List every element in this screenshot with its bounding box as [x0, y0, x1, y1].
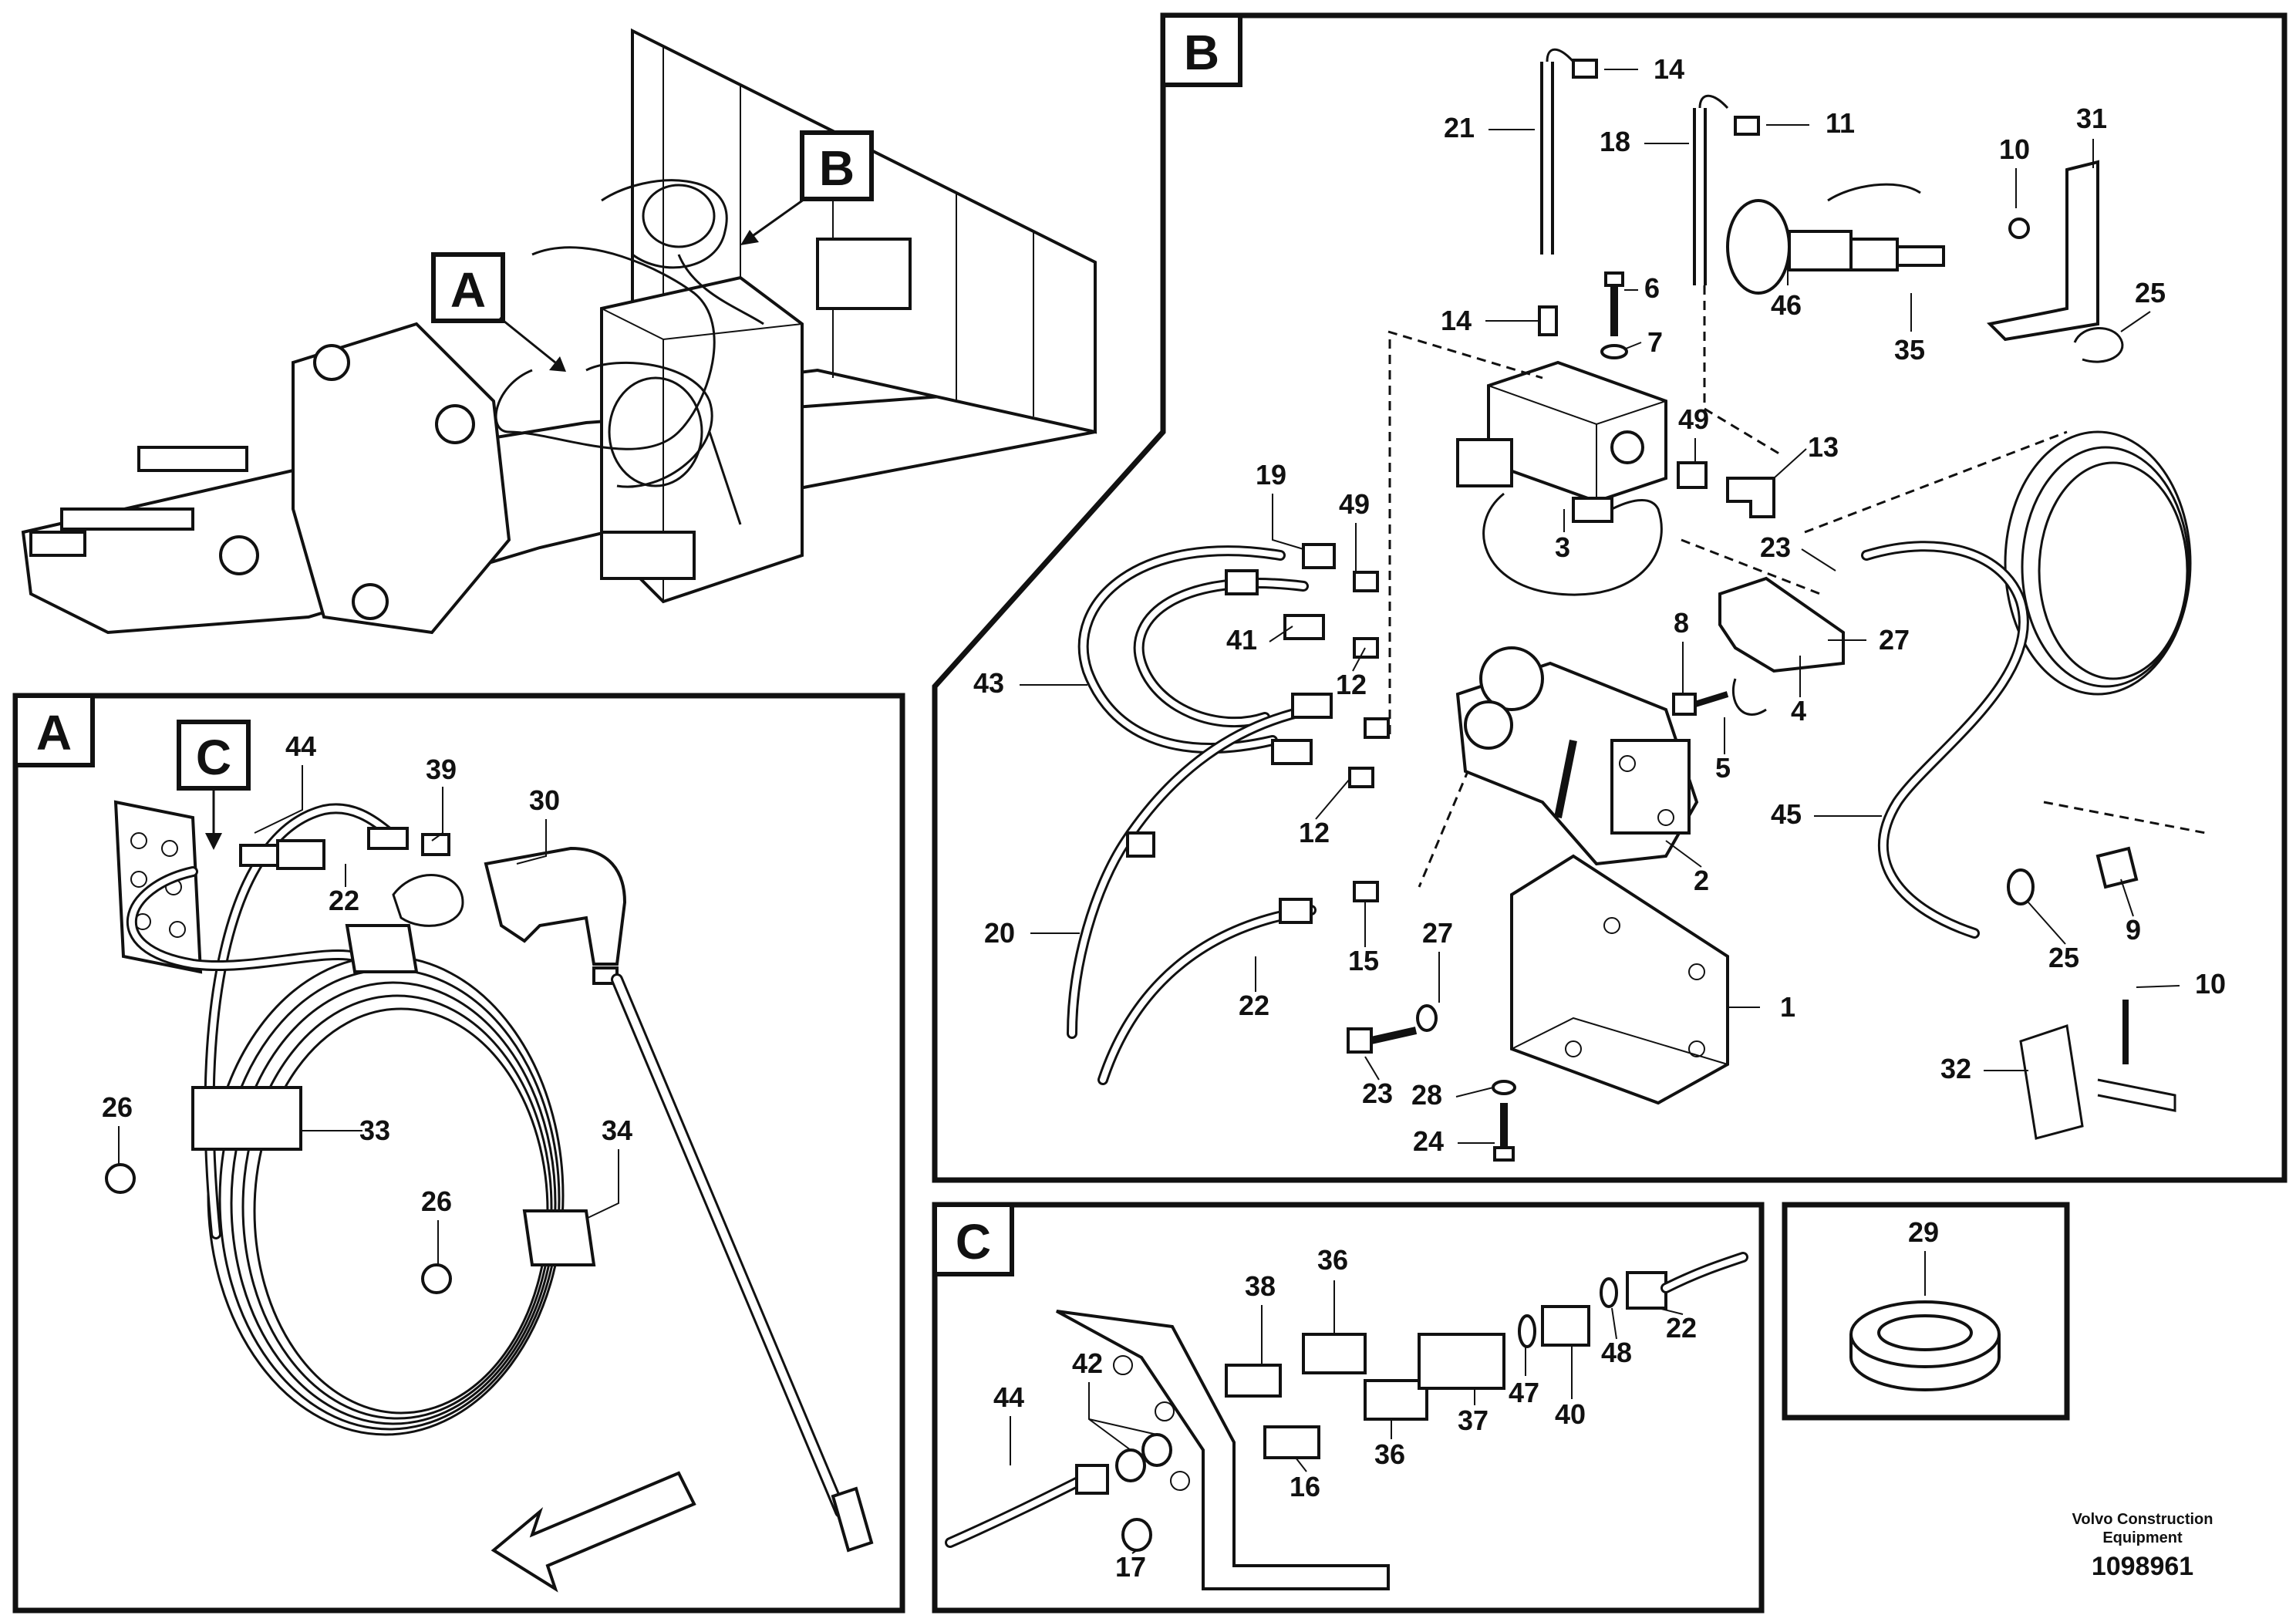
svg-text:A: A: [450, 262, 486, 318]
callout-c-35: 35: [1894, 334, 1925, 366]
callout-c-31: 31: [2076, 103, 2107, 134]
callout-c-20: 20: [984, 917, 1015, 949]
grommet-illustration: [1849, 1300, 2001, 1391]
panel-a-leaders: [118, 765, 619, 1265]
svg-text:C: C: [956, 1214, 991, 1270]
callout-c-3: 3: [1555, 531, 1570, 563]
callout-c-38: 38: [1245, 1270, 1276, 1302]
panel-b-letter-box: B: [1161, 13, 1242, 87]
callout-c-10b: 10: [2195, 968, 2226, 1000]
callout-c-39: 39: [426, 754, 457, 785]
callout-c-2: 2: [1694, 865, 1709, 896]
callout-c-32: 32: [1940, 1053, 1971, 1084]
callout-c-19: 19: [1256, 459, 1286, 491]
callout-c-8: 8: [1674, 607, 1689, 639]
callout-c-11: 11: [1826, 107, 1855, 139]
callout-c-27: 27: [1879, 624, 1910, 656]
callout-c-44b: 44: [993, 1381, 1024, 1413]
callout-c-21: 21: [1444, 112, 1475, 143]
callout-c-41: 41: [1226, 624, 1257, 656]
panel-c-labels: 38 36 42 44 36 37 47 40 48 22 16 17: [993, 1244, 1697, 1583]
callout-c-42: 42: [1072, 1347, 1103, 1379]
callout-c-12: 12: [1336, 669, 1367, 700]
callout-c-24: 24: [1413, 1125, 1444, 1157]
svg-text:B: B: [1184, 25, 1219, 80]
callout-c-49b: 49: [1339, 488, 1370, 520]
svg-text:A: A: [36, 705, 72, 760]
callout-c-10: 10: [1999, 133, 2030, 165]
callout-c-48: 48: [1601, 1337, 1632, 1368]
quick-coupler-illustration: [945, 1252, 1748, 1590]
callout-c-44: 44: [285, 730, 316, 762]
svg-text:B: B: [819, 140, 855, 196]
panel-a-callout-c[interactable]: C: [177, 720, 251, 850]
callout-c-37: 37: [1458, 1404, 1489, 1436]
panel-a-labels: 44 39 30 22 26 33 34 26: [102, 730, 632, 1217]
callout-c-23b: 23: [1362, 1077, 1393, 1109]
svg-text:C: C: [196, 730, 231, 785]
callout-c-16: 16: [1290, 1471, 1320, 1502]
drawing-number: 1098961: [2092, 1552, 2193, 1581]
callout-c-22c: 22: [1666, 1312, 1697, 1344]
callout-c-7: 7: [1647, 326, 1663, 358]
callout-c-22b: 22: [1239, 990, 1269, 1021]
detail-panel-d: [1782, 1202, 2070, 1421]
panel-c-letter-box: C: [932, 1202, 1014, 1276]
publisher-line-1: Volvo Construction: [2072, 1511, 2213, 1528]
hose-reel-illustration: [105, 800, 874, 1593]
callout-c-49: 49: [1678, 403, 1709, 435]
panel-a-letter-box: A: [13, 693, 95, 767]
callout-c-28: 28: [1411, 1079, 1442, 1111]
callout-c-46: 46: [1771, 289, 1802, 321]
callout-c-30: 30: [529, 784, 560, 816]
callout-c-26b: 26: [421, 1185, 452, 1217]
callout-c-4: 4: [1791, 695, 1806, 727]
panel-b-leaders: [1020, 69, 2180, 1144]
callout-c-12b: 12: [1299, 817, 1330, 848]
callout-c-9: 9: [2126, 914, 2141, 946]
panel-c-leaders: [1010, 1280, 1684, 1554]
detail-panel-a: A C: [12, 693, 905, 1614]
overview-panel: A B: [21, 28, 1097, 635]
callout-c-36: 36: [1317, 1244, 1348, 1276]
callout-c-18: 18: [1600, 126, 1630, 157]
detail-panel-b: B: [932, 12, 2288, 1183]
callout-c-15: 15: [1348, 945, 1379, 976]
callout-c-25: 25: [2135, 277, 2166, 309]
callout-c-14b: 14: [1441, 305, 1472, 336]
callout-c-17: 17: [1115, 1551, 1146, 1583]
callout-c-13: 13: [1808, 431, 1839, 463]
callout-c-6: 6: [1644, 272, 1660, 304]
callout-c-23: 23: [1760, 531, 1791, 563]
machine-frame-illustration: [21, 28, 1097, 635]
publisher-line-2: Equipment: [2102, 1529, 2183, 1546]
pump-assembly-illustration: [1067, 48, 2207, 1162]
publisher-footer: Volvo Construction Equipment 1098961: [2072, 1511, 2213, 1581]
overview-callout-a[interactable]: A: [431, 252, 566, 372]
callout-c-27b: 27: [1422, 917, 1453, 949]
callout-c-45: 45: [1771, 798, 1802, 830]
callout-c-26: 26: [102, 1091, 133, 1123]
overview-callout-b[interactable]: B: [740, 130, 874, 245]
detail-panel-c: C: [932, 1202, 1765, 1614]
callout-c-1: 1: [1780, 991, 1795, 1023]
callout-c-5: 5: [1715, 752, 1731, 784]
callout-c-14: 14: [1654, 53, 1684, 85]
callout-c-25b: 25: [2048, 942, 2079, 973]
callout-c-40: 40: [1555, 1398, 1586, 1430]
callout-c-47: 47: [1509, 1377, 1539, 1408]
callout-c-22: 22: [329, 885, 359, 916]
callout-c-36b: 36: [1374, 1438, 1405, 1470]
panel-d-labels: 29: [1908, 1216, 1939, 1248]
callout-c-33: 33: [359, 1114, 390, 1146]
callout-c-43: 43: [973, 667, 1004, 699]
callout-c-29: 29: [1908, 1216, 1939, 1248]
callout-c-34: 34: [602, 1114, 632, 1146]
